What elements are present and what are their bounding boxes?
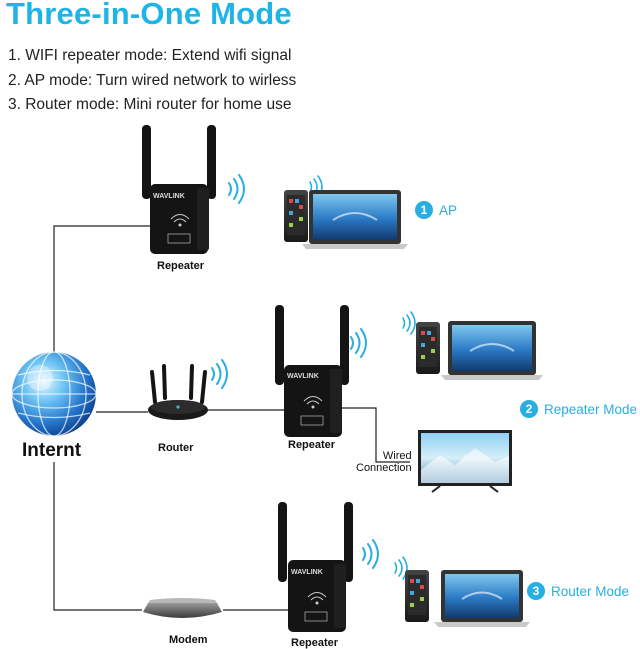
label-repeater-bottom: Repeater	[291, 637, 339, 649]
label-repeater-top: Repeater	[157, 260, 205, 272]
repeater-icon: WAVLINK	[278, 502, 353, 632]
label-internet: Internt	[22, 440, 82, 461]
mode-list-item: 3. Router mode: Mini router for home use	[8, 96, 292, 113]
wifi-signal-icon	[228, 174, 245, 204]
wired-connection-label: Wired Connection	[356, 450, 412, 474]
mode-marker-repeater: 2 Repeater Mode	[520, 400, 637, 418]
tv-icon	[418, 430, 512, 493]
laptop-icon	[302, 190, 408, 249]
mode-list-item: 1. WIFI repeater mode: Extend wifi signa…	[8, 47, 292, 64]
smartphone-icon	[405, 570, 429, 622]
wired-label-line: Connection	[356, 462, 412, 474]
label-router: Router	[158, 442, 194, 454]
mode-marker-ap: 1 AP	[415, 201, 457, 219]
wifi-signal-icon	[394, 556, 408, 580]
globe-icon	[11, 351, 97, 437]
line-repeater-to-tv	[341, 407, 410, 463]
connection-lines	[53, 225, 410, 611]
mode-label: Router Mode	[551, 583, 630, 599]
brand-logo: WAVLINK	[291, 569, 323, 576]
wifi-signal-icon	[350, 328, 367, 358]
page-title: Three-in-One Mode	[6, 0, 292, 31]
brand-logo: WAVLINK	[153, 193, 185, 200]
mode-list-item: 2. AP mode: Turn wired network to wirles…	[8, 71, 297, 89]
smartphone-icon	[416, 322, 440, 374]
mode-number-badge: 3	[527, 582, 545, 600]
mode-marker-router: 3 Router Mode	[527, 582, 629, 600]
mode-label: AP	[439, 202, 458, 218]
line-globe-to-modem	[53, 462, 142, 611]
repeater-icon: WAVLINK	[142, 125, 216, 254]
router-icon	[148, 364, 208, 420]
wifi-signal-icon	[402, 311, 416, 335]
mode-number-badge: 2	[520, 400, 538, 418]
modem-icon	[143, 598, 222, 618]
mode-list: 1. WIFI repeater mode: Extend wifi signa…	[8, 44, 296, 118]
wifi-signal-icon	[211, 359, 228, 389]
mode-number-badge: 1	[415, 201, 433, 219]
laptop-icon	[441, 321, 543, 380]
label-repeater-mid: Repeater	[288, 439, 336, 451]
mode-label: Repeater Mode	[544, 401, 638, 417]
wired-label-line: Wired	[382, 450, 412, 462]
brand-logo: WAVLINK	[287, 373, 319, 380]
repeater-icon: WAVLINK	[275, 305, 349, 437]
laptop-icon	[434, 570, 530, 627]
wifi-signal-icon	[362, 539, 379, 569]
line-globe-to-top-repeater	[53, 225, 150, 360]
label-modem: Modem	[169, 634, 208, 646]
smartphone-icon	[284, 190, 308, 242]
